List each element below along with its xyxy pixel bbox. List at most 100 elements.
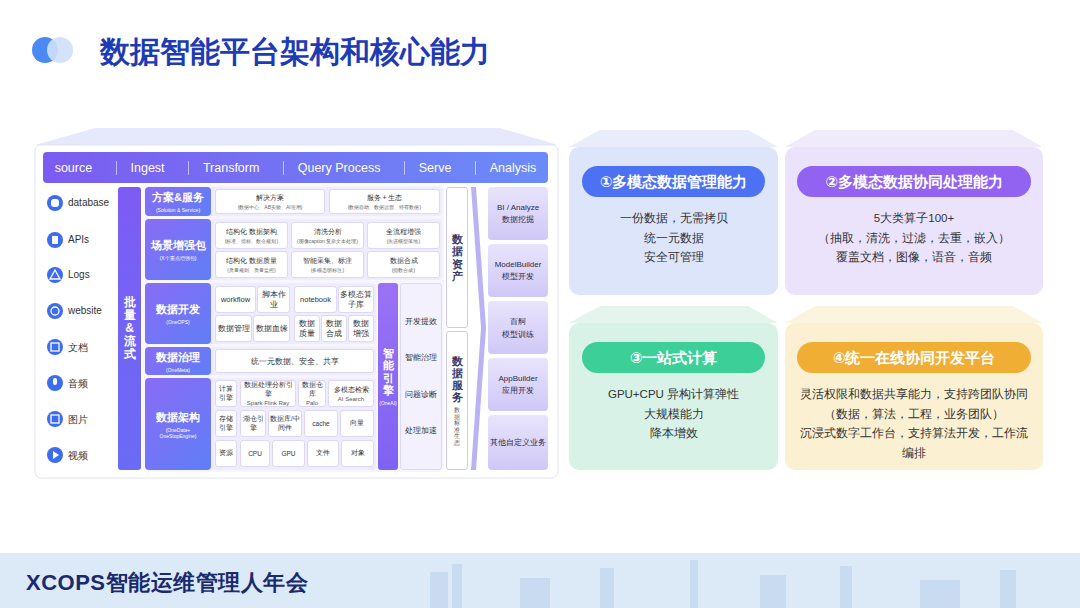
node-text: 向量 [350, 419, 364, 428]
source-label: 文档 [68, 341, 88, 355]
output-box: 百舸模型训练 [488, 301, 548, 354]
node-text: 数据合成 [323, 319, 345, 339]
tool-box: 数据增强 [348, 315, 374, 342]
node-text: 智能治理 [405, 353, 437, 363]
node-text: 模型训练 [502, 329, 534, 340]
source-label: 视频 [68, 449, 88, 463]
node-text: 数据管理 [218, 324, 250, 334]
engine-box: 数据处理分析引擎Spark Flink Ray [240, 380, 296, 407]
node-text: 数据血缘 [256, 324, 288, 334]
engine-box: GPU [272, 440, 305, 467]
node-text: 5大类算子100+ [874, 209, 954, 229]
node-text: 智能引擎 [383, 347, 394, 395]
source-label: Logs [68, 269, 90, 280]
node-text: 结构化 数据架构 [226, 227, 277, 237]
node-text: 结构化 数据质量 [226, 256, 277, 266]
tool-box: 数据质量 [294, 315, 320, 342]
node-text: 存储引擎 [217, 415, 235, 433]
output-box: ModelBuilder模型开发 [488, 244, 548, 297]
node-text: 安全可管理 [644, 248, 704, 268]
node-text: 开发提效 [405, 317, 437, 327]
node-text: AppBuilder [498, 374, 537, 383]
node-text: CPU [248, 450, 262, 457]
layer-row: 场景增强包(X个重点增强包)结构化 数据架构(标准、指标、数仓规划)清洗分析(图… [145, 219, 442, 280]
node-text: 数据架构 [156, 410, 200, 425]
node-text: (多模态明标注) [311, 267, 344, 273]
node-text: Transform [188, 161, 260, 175]
node-text: BI / Analyze [497, 203, 539, 212]
feature-box: 清洗分析(图像caption 复杂文本处理) [291, 222, 364, 249]
node-text: 灵活权限和数据共享能力，支持跨团队协同 （数据，算法，工程，业务团队） [795, 385, 1033, 424]
engine-box: 向量 [340, 410, 374, 437]
node-text: ①多模态数据管理能力 [600, 169, 748, 195]
node-text: Serve [404, 161, 452, 175]
engine-box: 计算引擎 [215, 380, 237, 407]
node-text: (OneOPS) [166, 319, 189, 325]
node-text: 其他自定义业务 [490, 437, 546, 448]
engine-box: 对象 [341, 440, 374, 467]
node-text: 处理加速 [405, 426, 437, 436]
node-text: (OneMeta) [166, 367, 190, 373]
node-text: 大规模能力 [644, 405, 704, 425]
asset-box: 数据服务数据标准生态 [446, 331, 468, 470]
row-header: 方案&服务(Solution & Service) [145, 187, 211, 216]
feature-box: 结构化 数据架构(标准、指标、数仓规划) [215, 222, 288, 249]
node-text: 数据资产 [452, 233, 463, 281]
feature-box: 智能采集、标注(多模态明标注) [291, 251, 364, 278]
tool-box: 脚本作业 [257, 286, 290, 313]
node-text: AI Search [338, 396, 364, 402]
tool-box: 数据血缘 [253, 315, 290, 342]
capability-pill: ①多模态数据管理能力 [582, 166, 765, 197]
engine-box: 数据库/中间件 [268, 410, 302, 437]
node-text: GPU+CPU 异构计算弹性 [608, 385, 739, 405]
node-text: 数据开发 [156, 302, 200, 317]
node-text: 计算引擎 [217, 385, 235, 403]
feature-box: 解决方案(数据中心、AB实验、AI应用) [215, 189, 325, 214]
capability-card: 5大类算子100+（抽取，清洗，过滤，去重，嵌入）覆盖文档，图像，语音，音频②多… [785, 147, 1043, 295]
node-text: (图像caption 复杂文本处理) [297, 238, 358, 244]
capability-pill: ④统一在线协同开发平台 [797, 342, 1031, 373]
footer-text: XCOPS智能运维管理人年会 [26, 568, 308, 598]
feature-box: 全流程增强(先进模型落地) [367, 222, 440, 249]
node-text: 数据挖掘 [502, 214, 534, 225]
panel [35, 145, 558, 478]
engine-box: 文件 [307, 440, 339, 467]
card-shelf [569, 130, 778, 147]
node-text: 数据标准生态 [454, 407, 460, 447]
tool-box: 数据合成 [321, 315, 347, 342]
feature-box: 结构化 数据质量(质量规则、质量监控) [215, 251, 288, 278]
panel-inner [143, 185, 444, 472]
logo-dot [47, 37, 73, 63]
node-text: 数据处理分析引擎 [242, 381, 294, 399]
node-text: 数据治理 [156, 350, 200, 365]
node-text: (OneAI) [379, 400, 397, 406]
node-text: 沉浸式数字工作台，支持算法开发，工作流编排 [795, 424, 1033, 463]
node-text: 资源 [219, 449, 233, 458]
node-text: 智能采集、标注 [303, 256, 352, 266]
tool-box: workflow [215, 286, 256, 313]
node-text: 降本增效 [650, 424, 698, 444]
source-label: APIs [68, 234, 89, 245]
layer-row: 方案&服务(Solution & Service)解决方案(数据中心、AB实验、… [145, 187, 442, 216]
source-label: website [68, 305, 102, 316]
node-text: (数据中心、AB实验、AI应用) [238, 204, 303, 210]
capability-card: GPU+CPU 异构计算弹性大规模能力降本增效③一站式计算 [569, 323, 778, 470]
node-text: 统一元数据、安全、共享 [251, 356, 339, 367]
node-text: 数据服务 [452, 355, 463, 403]
page-title: 数据智能平台架构和核心能力 [100, 32, 490, 73]
node-text: Analysis [475, 161, 537, 175]
engine-box: 存储引擎 [215, 410, 237, 437]
output-box: AppBuilder应用开发 [488, 358, 548, 411]
node-text: 解决方案 [256, 193, 284, 203]
row-header: 数据架构(OneData+ OneStopEngine) [145, 378, 211, 470]
tool-box: 数据管理 [215, 315, 252, 342]
node-text: Palo [306, 400, 318, 406]
engine-box: cache [304, 410, 338, 437]
node-text: 数据质量 [296, 319, 318, 339]
capability-card: 灵活权限和数据共享能力，支持跨团队协同 （数据，算法，工程，业务团队）沉浸式数字… [785, 323, 1043, 470]
governance-box: 统一元数据、安全、共享 [215, 349, 374, 373]
node-text: 问题诊断 [405, 390, 437, 400]
layer-row: 数据开发(OneOPS)workflow脚本作业notebook多模态算子库数据… [145, 283, 376, 344]
feature-box: 数据合成(指数合成) [367, 251, 440, 278]
node-text: 湖仓引擎 [242, 415, 264, 433]
